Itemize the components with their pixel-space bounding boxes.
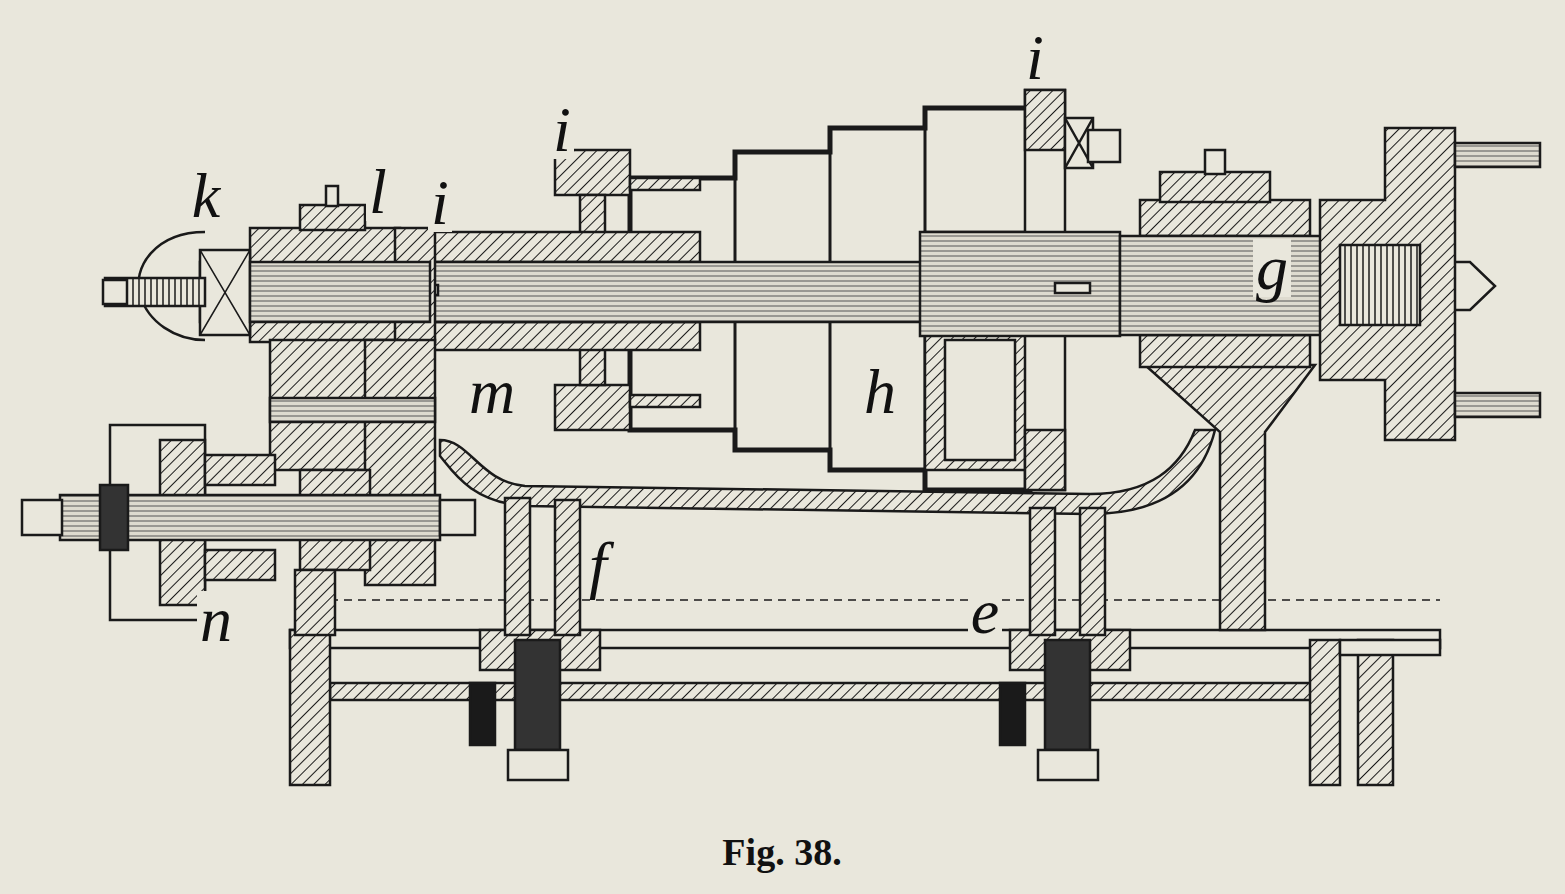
nut	[440, 500, 475, 535]
bolt-rod	[1455, 393, 1540, 417]
bearing-top	[300, 205, 365, 230]
bearing-top	[1160, 172, 1270, 202]
spindle	[250, 262, 430, 322]
spindle	[200, 262, 925, 322]
cross-mark	[200, 250, 250, 335]
part-letter: k	[189, 167, 223, 225]
spindle-nose	[1120, 236, 1330, 335]
bed-leg	[290, 630, 330, 785]
part-letter: i	[1023, 29, 1047, 87]
part-letter: m	[466, 363, 518, 421]
nut	[22, 500, 62, 535]
part-letter: h	[861, 363, 899, 421]
leg-post	[1030, 508, 1055, 635]
part-letter: n	[197, 591, 235, 649]
drawing-group	[22, 90, 1540, 785]
packing	[1000, 683, 1025, 745]
stud	[270, 398, 435, 422]
gear-teeth	[1025, 90, 1065, 150]
shaft-collar	[100, 485, 128, 550]
bed-leg	[1358, 640, 1393, 785]
right-standard	[1145, 365, 1315, 630]
leg-post	[1080, 508, 1105, 635]
keyway	[1055, 283, 1090, 293]
nut	[1088, 130, 1120, 162]
support	[295, 570, 335, 635]
gear-rim	[555, 385, 630, 430]
spindle-collar	[920, 232, 1120, 336]
bearing-cap	[1140, 200, 1310, 236]
pulley-recess	[945, 340, 1015, 460]
part-letter: f	[586, 536, 610, 594]
bed-end	[1340, 640, 1440, 655]
dashed-line	[330, 599, 1440, 601]
bed-top	[290, 630, 1440, 648]
sleeve	[430, 232, 700, 262]
leg-post	[505, 498, 530, 635]
nut	[508, 750, 568, 780]
part-letter: e	[968, 583, 1002, 641]
collar	[205, 455, 275, 485]
part-letter: g	[1253, 239, 1291, 297]
pulley-wall	[630, 395, 700, 407]
gear-teeth	[1025, 430, 1065, 490]
faceplate	[1320, 128, 1455, 440]
oil-cup	[1205, 150, 1225, 174]
sleeve	[430, 322, 700, 350]
bolt	[515, 640, 560, 750]
bolt-rod	[1455, 143, 1540, 167]
figure-caption: Fig. 38.	[722, 830, 841, 874]
leg-post	[555, 500, 580, 635]
thrust-bearing	[200, 250, 250, 335]
bolt	[1045, 640, 1090, 750]
packing	[470, 683, 495, 745]
faceplate-thread	[1340, 245, 1420, 325]
part-letter: l	[366, 163, 390, 221]
bed-leg	[1310, 640, 1340, 785]
part-letter: i	[428, 174, 452, 232]
collar	[205, 550, 275, 580]
nut	[1038, 750, 1098, 780]
pulley-wall	[630, 178, 700, 190]
bearing-base	[1140, 335, 1310, 367]
gear-wheel	[365, 340, 435, 585]
thread	[1330, 245, 1420, 325]
nut	[103, 280, 127, 304]
oil-screw	[326, 186, 338, 206]
part-letter: i	[550, 101, 574, 159]
